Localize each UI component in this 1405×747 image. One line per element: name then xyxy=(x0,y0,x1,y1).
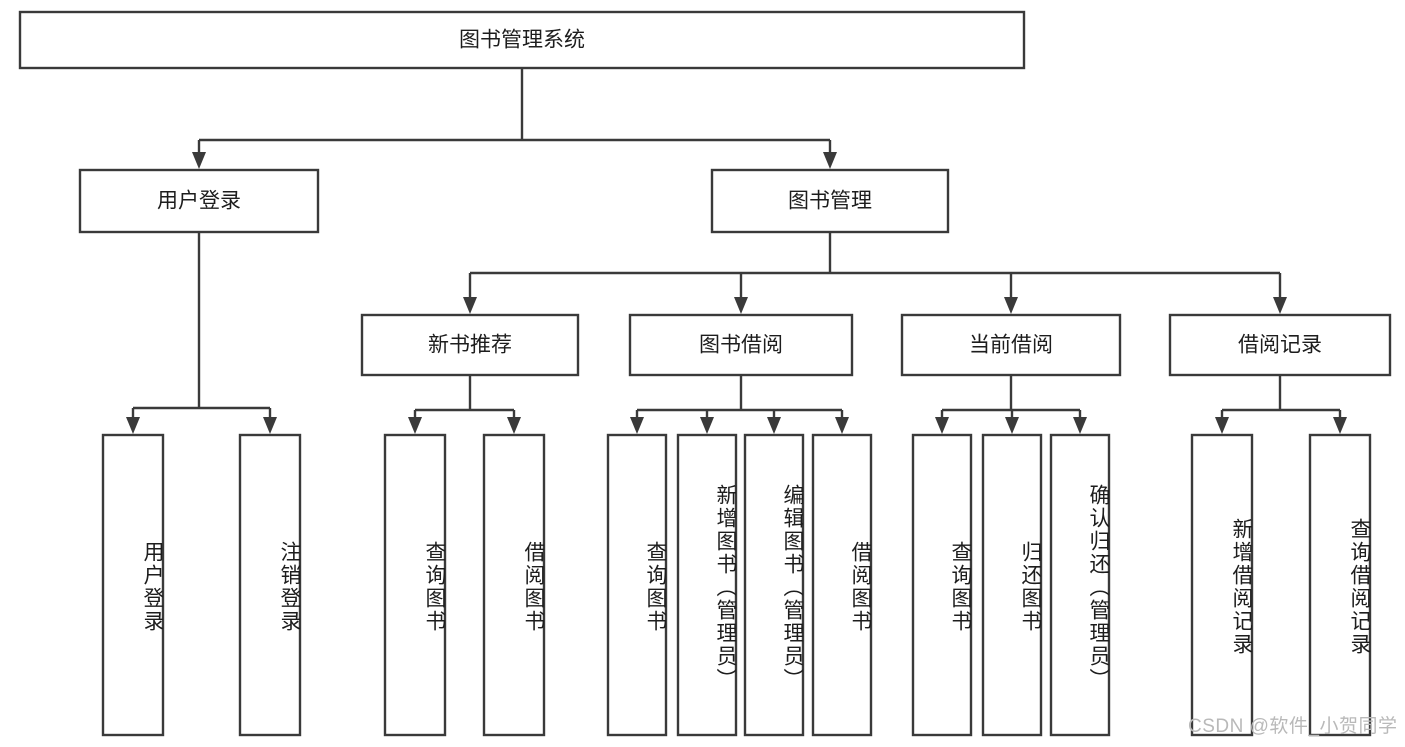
node-level3-图书借阅[interactable] xyxy=(628,313,854,377)
node-root-label: 图书管理系统 xyxy=(459,29,585,52)
node-level2-label-图书管理: 图书管理 xyxy=(788,190,872,213)
arrow-head-icon xyxy=(835,417,849,434)
arrow-head-icon xyxy=(1073,417,1087,434)
arrow-head-icon xyxy=(1273,297,1287,314)
node-level3-新书推荐[interactable] xyxy=(360,313,580,377)
arrow-head-icon xyxy=(192,152,206,169)
node-level3-当前借阅[interactable] xyxy=(900,313,1122,377)
node-leaf-用户登录-注销登录[interactable] xyxy=(238,433,302,737)
node-leaf-新书推荐-借阅图书[interactable] xyxy=(482,433,546,737)
node-level3-label-图书借阅: 图书借阅 xyxy=(699,334,783,357)
node-leaf-当前借阅-归还图书[interactable] xyxy=(981,433,1043,737)
node-box-layer xyxy=(18,10,1392,737)
arrow-head-icon xyxy=(263,417,277,434)
node-level3-借阅记录[interactable] xyxy=(1168,313,1392,377)
node-level3-label-借阅记录: 借阅记录 xyxy=(1238,334,1322,357)
node-leaf-当前借阅-确认归还管理员[interactable] xyxy=(1049,433,1111,737)
arrow-head-icon xyxy=(823,152,837,169)
arrow-head-icon xyxy=(734,297,748,314)
node-leaf-用户登录-用户登录[interactable] xyxy=(101,433,165,737)
arrow-head-icon xyxy=(126,417,140,434)
node-leaf-图书借阅-新增图书管理员[interactable] xyxy=(676,433,738,737)
node-leaf-图书借阅-借阅图书[interactable] xyxy=(811,433,873,737)
arrow-head-icon xyxy=(1005,417,1019,434)
node-level2-用户登录[interactable] xyxy=(78,168,320,234)
arrow-head-icon xyxy=(507,417,521,434)
node-level3-label-当前借阅: 当前借阅 xyxy=(969,334,1053,357)
node-leaf-借阅记录-查询借阅记录[interactable] xyxy=(1308,433,1372,737)
node-leaf-图书借阅-查询图书[interactable] xyxy=(606,433,668,737)
node-leaf-新书推荐-查询图书[interactable] xyxy=(383,433,447,737)
arrow-head-icon xyxy=(630,417,644,434)
watermark: CSDN @软件_小贺同学 xyxy=(1188,716,1398,737)
node-leaf-当前借阅-查询图书[interactable] xyxy=(911,433,973,737)
arrow-head-icon xyxy=(1333,417,1347,434)
node-level2-label-用户登录: 用户登录 xyxy=(157,190,241,213)
node-leaf-图书借阅-编辑图书管理员[interactable] xyxy=(743,433,805,737)
connector-layer xyxy=(126,68,1347,434)
arrow-head-icon xyxy=(1004,297,1018,314)
node-level3-label-新书推荐: 新书推荐 xyxy=(428,334,512,357)
arrow-head-icon xyxy=(1215,417,1229,434)
node-level2-图书管理[interactable] xyxy=(710,168,950,234)
arrow-head-icon xyxy=(935,417,949,434)
arrow-head-icon xyxy=(408,417,422,434)
node-leaf-借阅记录-新增借阅记录[interactable] xyxy=(1190,433,1254,737)
arrow-head-icon xyxy=(767,417,781,434)
arrow-head-icon xyxy=(463,297,477,314)
arrow-head-icon xyxy=(700,417,714,434)
node-root-图书管理系统[interactable] xyxy=(18,10,1026,70)
